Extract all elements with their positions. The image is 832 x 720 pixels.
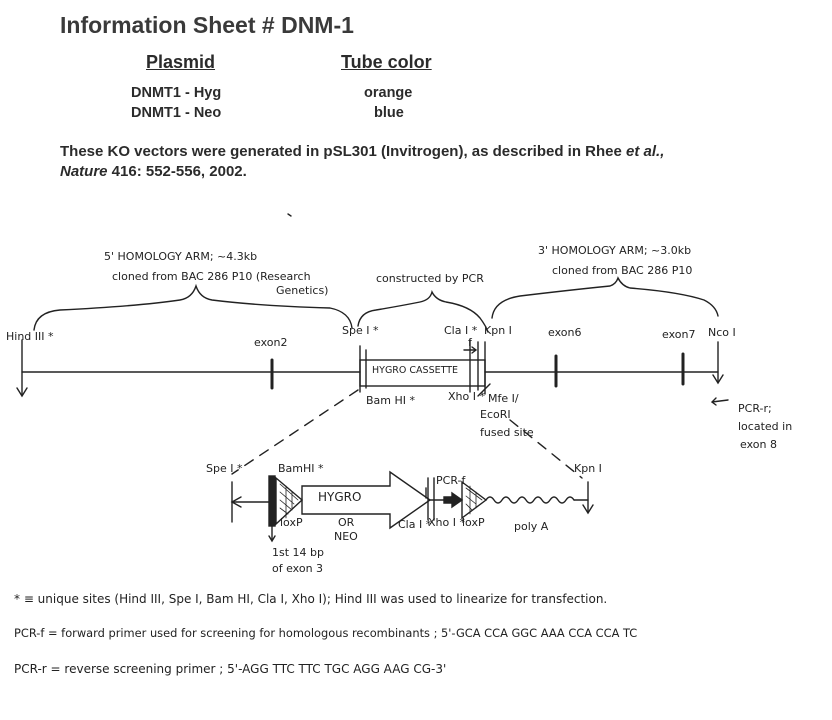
arm5-label-1: 5' HOMOLOGY ARM; ~4.3kb: [104, 250, 258, 263]
tube-color-column-header: Tube color: [341, 52, 432, 72]
bam-label: Bam HI *: [366, 394, 416, 407]
mfe-label-1: Mfe I/: [488, 392, 519, 405]
intro-journal: Nature: [60, 163, 108, 180]
brace-3prime-arm: [491, 276, 719, 319]
pcr-r-label-3: exon 8: [740, 438, 777, 451]
zoom-loxp2-label: loxP: [462, 516, 485, 529]
nco-arrowhead: [712, 374, 724, 385]
pcr-f-note: PCR-f = forward primer used for screenin…: [14, 626, 638, 640]
zoom-bp-label-2: of exon 3: [272, 562, 324, 575]
exon2-label: exon2: [254, 336, 288, 349]
loxp-triangle-2: [461, 480, 488, 520]
unique-sites-note: * ≡ unique sites (Hind III, Spe I, Bam H…: [14, 592, 608, 606]
zoom-pcr-f-label: PCR-f: [436, 474, 466, 487]
pcr-built-label: constructed by PCR: [376, 272, 484, 285]
loxp-hatch-2: [465, 485, 483, 515]
pcr-f-arrow-locus: [463, 346, 478, 354]
zoom-pcr-f-arrow: [443, 491, 464, 509]
pcr-r-note: PCR-r = reverse screening primer ; 5'-AG…: [14, 662, 447, 676]
zoom-kpn-label: Kpn I: [574, 462, 602, 475]
mfe-label-2: EcoRI: [480, 408, 511, 421]
pcr-r-arrow: [710, 397, 729, 406]
zoom-neo-label: NEO: [334, 530, 358, 543]
intro-ref: 416: 552-556, 2002.: [107, 163, 247, 180]
pcr-f-small-label: f: [468, 336, 472, 349]
zoom-xho-label: Xho I *: [428, 516, 465, 529]
zoom-bp-label-1: 1st 14 bp: [272, 546, 324, 559]
pcr-r-label-2: located in: [738, 420, 793, 433]
arm3-label-2: cloned from BAC 286 P10: [552, 264, 693, 277]
zoom-kpn-arrowhead: [582, 504, 594, 515]
plasmid-cell-1: DNMT1 - Hyg: [131, 85, 222, 101]
page-title: Information Sheet # DNM-1: [60, 12, 354, 38]
zoom-polya-label: poly A: [514, 520, 549, 533]
arm5-label-3: Genetics): [276, 284, 329, 297]
intro-etal: et al.,: [626, 143, 665, 160]
arm5-label-2: cloned from BAC 286 P10 (Research: [112, 270, 311, 283]
spe-label: Spe I *: [342, 324, 379, 337]
tube-color-cell-1: orange: [364, 85, 413, 101]
zoom-or-label: OR: [338, 516, 355, 529]
hind-label: Hind III *: [6, 330, 54, 343]
exon3-bar: [268, 475, 276, 527]
exon3-pointer-head: [268, 535, 276, 543]
mfe-label-3: fused site: [480, 426, 534, 439]
cla-label: Cla I *: [444, 324, 478, 337]
hygro-arrow-box: [301, 470, 432, 530]
stray-mark: [287, 213, 292, 217]
hind-arrowhead: [16, 387, 28, 398]
zoom-cla-label: Cla I *: [398, 518, 432, 531]
intro-text: These KO vectors were generated in pSL30…: [60, 142, 780, 182]
polya-squiggle: [485, 496, 575, 504]
zoom-bam-label: BamHI *: [278, 462, 324, 475]
kpn-label: Kpn I: [484, 324, 512, 337]
zoom-dash-right: [509, 419, 583, 479]
nco-label: Nco I: [708, 326, 736, 339]
mfe-pointer: [477, 383, 491, 397]
xho-label: Xho I *: [448, 390, 485, 403]
plasmid-column-header: Plasmid: [146, 52, 216, 72]
exon6-label: exon6: [548, 326, 582, 339]
brace-pcr-region: [357, 289, 489, 333]
loxp-triangle-1: [275, 476, 304, 526]
tube-color-cell-2: blue: [374, 105, 404, 121]
arm3-label-1: 3' HOMOLOGY ARM; ~3.0kb: [538, 244, 692, 257]
zoom-dash-left: [231, 389, 359, 475]
zoom-spe-label: Spe I *: [206, 462, 243, 475]
loxp-hatch-1: [279, 483, 299, 519]
brace-5prime-arm: [33, 283, 353, 331]
zoom-hygro-label: HYGRO: [318, 490, 362, 504]
cassette-label: HYGRO CASSETTE: [372, 365, 459, 376]
exon7-label: exon7: [662, 328, 696, 341]
intro-main: These KO vectors were generated in pSL30…: [60, 143, 627, 160]
plasmid-cell-2: DNMT1 - Neo: [131, 105, 222, 121]
zoom-loxp1-label: loxP: [280, 516, 303, 529]
pcr-r-label-1: PCR-r;: [738, 402, 772, 415]
